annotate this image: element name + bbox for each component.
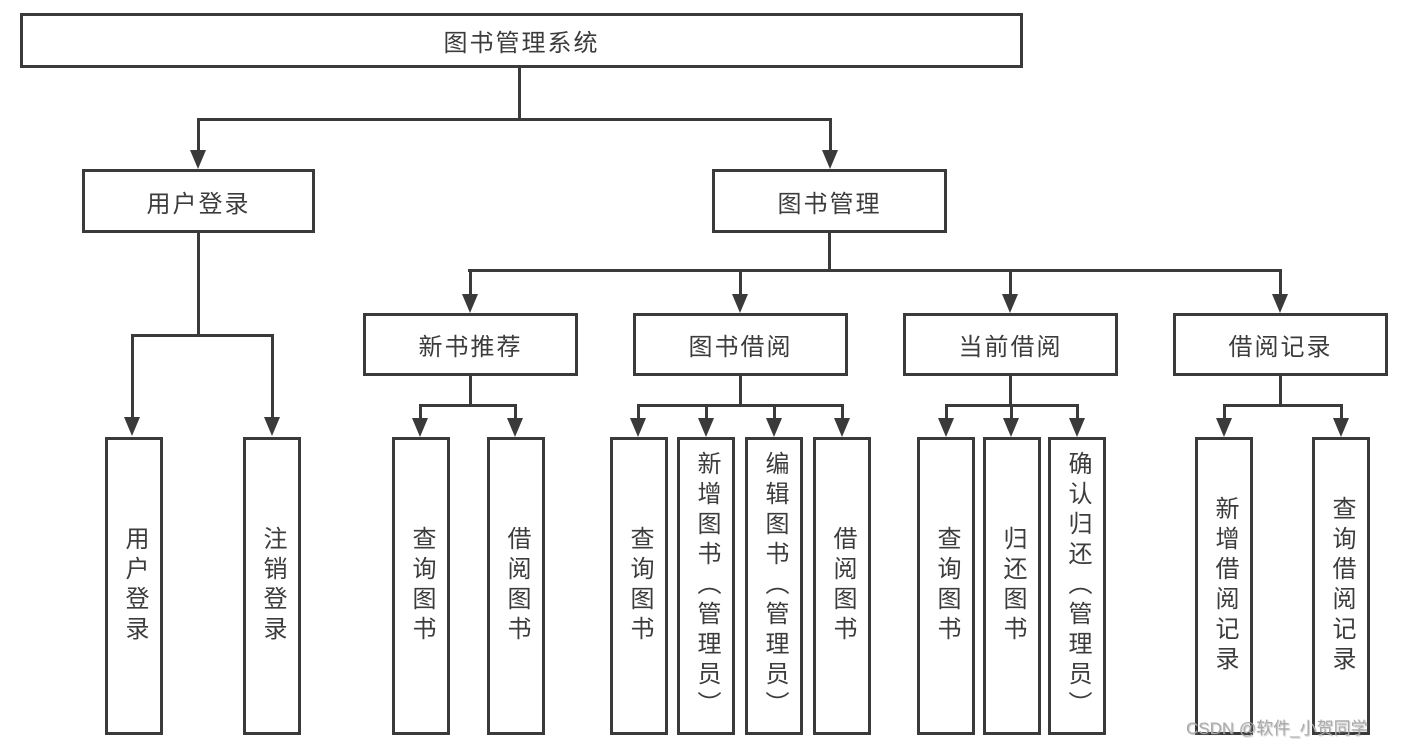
arrowhead-down-icon	[124, 417, 140, 436]
leaf-return-books-label: 归还图书	[999, 526, 1026, 646]
branch-user-login-label: 用户登录	[146, 190, 251, 218]
arrowhead-down-icon	[698, 418, 714, 437]
connector-vline	[1279, 269, 1282, 297]
connector-vline	[1340, 404, 1343, 420]
connector-vline	[739, 375, 742, 404]
connector-hline	[468, 269, 1282, 272]
arrowhead-down-icon	[462, 294, 478, 313]
connector-hline	[197, 118, 832, 121]
connector-vline	[945, 404, 948, 420]
module-new-book-recommend: 新书推荐	[363, 313, 578, 376]
leaf-edit-books-admin-label: 编辑图书（管理员）	[761, 451, 788, 721]
connector-vline	[518, 66, 521, 118]
connector-vline	[1009, 375, 1012, 404]
leaf-borrow-books-recommend: 借阅图书	[487, 437, 545, 735]
arrowhead-down-icon	[1333, 418, 1349, 437]
connector-vline	[197, 118, 200, 154]
leaf-logout-login-label: 注销登录	[259, 526, 286, 646]
leaf-user-login: 用户登录	[105, 437, 163, 735]
leaf-add-books-admin: 新增图书（管理员）	[677, 437, 735, 735]
connector-vline	[739, 269, 742, 297]
leaf-add-books-admin-label: 新增图书（管理员）	[693, 451, 720, 721]
leaf-query-borrow-record-label: 查询借阅记录	[1328, 496, 1355, 676]
arrowhead-down-icon	[507, 418, 523, 437]
leaf-query-books-recommend-label: 查询图书	[408, 526, 435, 646]
module-book-borrow: 图书借阅	[633, 313, 848, 376]
arrowhead-down-icon	[1069, 418, 1085, 437]
module-book-borrow-label: 图书借阅	[688, 334, 793, 361]
arrowhead-down-icon	[1272, 294, 1288, 313]
connector-vline	[773, 404, 776, 420]
leaf-borrow-books-recommend-label: 借阅图书	[503, 526, 530, 646]
connector-vline	[271, 334, 274, 420]
connector-vline	[829, 118, 832, 154]
connector-vline	[705, 404, 708, 420]
connector-vline	[1010, 404, 1013, 420]
connector-vline	[1076, 404, 1079, 420]
arrowhead-down-icon	[834, 418, 850, 437]
leaf-borrow-books: 借阅图书	[813, 437, 871, 735]
connector-vline	[828, 233, 831, 269]
module-current-borrow-label: 当前借阅	[958, 334, 1063, 361]
leaf-query-books-current: 查询图书	[917, 437, 975, 735]
leaf-confirm-return-admin-label: 确认归还（管理员）	[1064, 451, 1091, 721]
arrowhead-down-icon	[1002, 294, 1018, 313]
leaf-query-borrow-record: 查询借阅记录	[1312, 437, 1370, 735]
branch-book-management-label: 图书管理	[777, 190, 882, 218]
module-new-book-recommend-label: 新书推荐	[418, 334, 523, 361]
leaf-query-books-recommend: 查询图书	[392, 437, 450, 735]
arrowhead-down-icon	[412, 418, 428, 437]
arrowhead-down-icon	[264, 417, 280, 436]
connector-vline	[637, 404, 640, 420]
leaf-user-login-label: 用户登录	[121, 526, 148, 646]
leaf-query-books-borrow-label: 查询图书	[626, 526, 653, 646]
root-node-label: 图书管理系统	[443, 30, 600, 57]
root-node-library-system: 图书管理系统	[20, 13, 1023, 68]
connector-hline	[1223, 404, 1342, 407]
arrowhead-down-icon	[822, 150, 838, 169]
connector-vline	[197, 233, 200, 334]
branch-book-management: 图书管理	[712, 169, 947, 233]
connector-vline	[1009, 269, 1012, 297]
connector-vline	[841, 404, 844, 420]
leaf-add-borrow-record: 新增借阅记录	[1195, 437, 1253, 735]
module-borrow-records-label: 借阅记录	[1228, 334, 1333, 361]
arrowhead-down-icon	[732, 294, 748, 313]
leaf-add-borrow-record-label: 新增借阅记录	[1211, 496, 1238, 676]
module-current-borrow: 当前借阅	[903, 313, 1118, 376]
connector-vline	[1223, 404, 1226, 420]
connector-vline	[514, 404, 517, 420]
leaf-return-books: 归还图书	[983, 437, 1041, 735]
connector-vline	[419, 404, 422, 420]
leaf-query-books-current-label: 查询图书	[933, 526, 960, 646]
arrowhead-down-icon	[1216, 418, 1232, 437]
connector-vline	[469, 269, 472, 297]
leaf-confirm-return-admin: 确认归还（管理员）	[1048, 437, 1106, 735]
connector-hline	[131, 334, 274, 337]
module-borrow-records: 借阅记录	[1173, 313, 1388, 376]
arrowhead-down-icon	[190, 150, 206, 169]
branch-user-login: 用户登录	[82, 169, 315, 233]
leaf-logout-login: 注销登录	[243, 437, 301, 735]
connector-vline	[131, 334, 134, 420]
leaf-borrow-books-label: 借阅图书	[829, 526, 856, 646]
leaf-query-books-borrow: 查询图书	[610, 437, 668, 735]
watermark-text: CSDN @软件_小贺同学	[1186, 719, 1368, 738]
arrowhead-down-icon	[938, 418, 954, 437]
connector-hline	[637, 404, 844, 407]
connector-vline	[1279, 375, 1282, 404]
connector-vline	[469, 375, 472, 404]
arrowhead-down-icon	[1003, 418, 1019, 437]
leaf-edit-books-admin: 编辑图书（管理员）	[745, 437, 803, 735]
arrowhead-down-icon	[630, 418, 646, 437]
arrowhead-down-icon	[766, 418, 782, 437]
connector-hline	[419, 404, 517, 407]
